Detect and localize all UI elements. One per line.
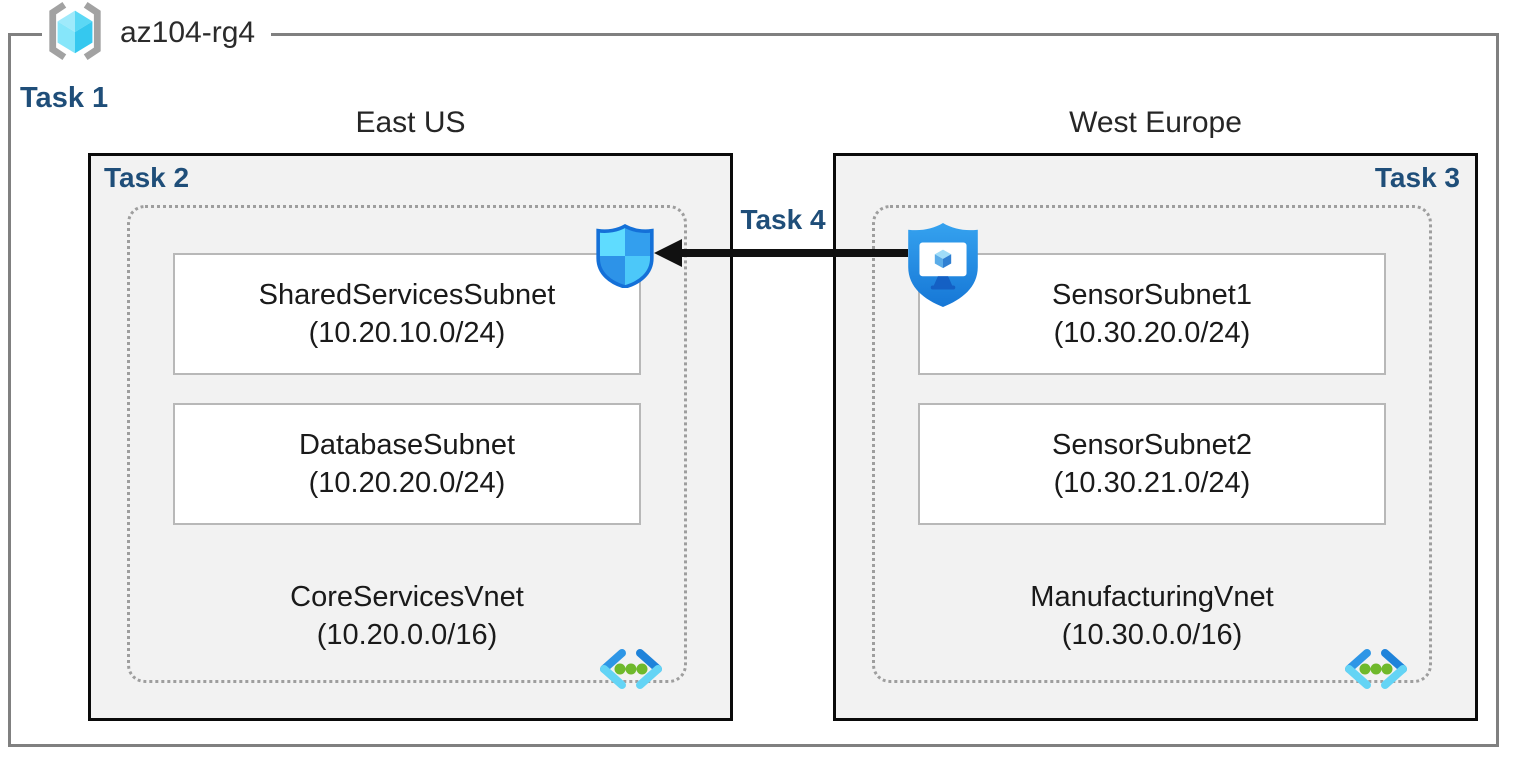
vnet-cidr: (10.30.0.0/16): [1061, 619, 1243, 651]
subnet-box-sensor1: SensorSubnet1 (10.30.20.0/24): [918, 253, 1386, 375]
task-3-label: Task 3: [1374, 162, 1460, 193]
subnet-name: DatabaseSubnet: [298, 429, 516, 461]
subnet-name: SensorSubnet2: [1052, 429, 1252, 461]
vnet-label-coreservices: CoreServicesVnet (10.20.0.0/16): [127, 578, 687, 654]
task-4-label: Task 4: [740, 204, 826, 235]
vnet-name: CoreServicesVnet: [290, 581, 524, 613]
vnet-cidr: (10.20.0.0/16): [316, 619, 498, 651]
subnet-box-sensor2: SensorSubnet2 (10.30.21.0/24): [918, 403, 1386, 525]
region-label-east-us: East US: [355, 106, 466, 139]
virtual-network-icon: [1342, 646, 1410, 692]
task-2-label: Task 2: [104, 162, 190, 193]
vnet-label-manufacturing: ManufacturingVnet (10.30.0.0/16): [872, 578, 1432, 654]
subnet-name: SensorSubnet1: [1052, 279, 1252, 311]
region-label-west-europe: West Europe: [1069, 106, 1242, 139]
peering-arrow: [654, 239, 908, 267]
subnet-cidr: (10.20.10.0/24): [308, 317, 506, 349]
vnet-boundary-coreservices: [127, 205, 687, 683]
network-security-group-shield-icon: [595, 223, 655, 289]
region-box-west-europe: Task 3 SensorSubnet1 (10.30.20.0/24) Sen…: [833, 153, 1478, 721]
virtual-network-icon: [597, 646, 665, 692]
resource-group-icon: [44, 0, 106, 68]
resource-group-header: az104-rg4: [42, 1, 272, 64]
subnet-box-database: DatabaseSubnet (10.20.20.0/24): [173, 403, 641, 525]
subnet-name: SharedServicesSubnet: [258, 279, 556, 311]
subnet-box-sharedservices: SharedServicesSubnet (10.20.10.0/24): [173, 253, 641, 375]
subnet-cidr: (10.30.21.0/24): [1053, 467, 1251, 499]
task-1-label: Task 1: [20, 82, 109, 114]
resource-group-name: az104-rg4: [120, 16, 256, 49]
shielded-vm-monitor-icon: [904, 221, 982, 309]
subnet-cidr: (10.20.20.0/24): [308, 467, 506, 499]
vnet-name: ManufacturingVnet: [1030, 581, 1274, 613]
subnet-cidr: (10.30.20.0/24): [1053, 317, 1251, 349]
vnet-boundary-manufacturing: [872, 205, 1432, 683]
